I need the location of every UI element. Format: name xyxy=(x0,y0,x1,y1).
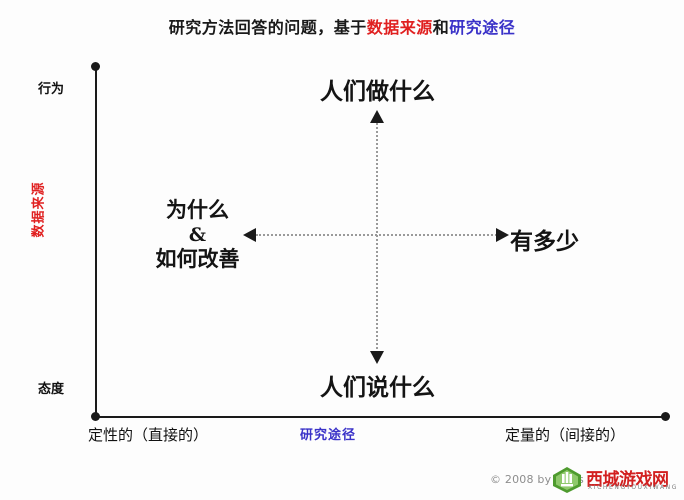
watermark-site-name: 西城游戏网 xyxy=(586,470,669,490)
title-highlight-research-approach: 研究途径 xyxy=(449,18,516,37)
pole-label-left-line3: 如何改善 xyxy=(155,246,240,271)
horizontal-dotted-axis-arrow xyxy=(256,234,500,236)
site-logo-icon xyxy=(553,467,581,493)
x-axis-left-label: 定性的（直接的） xyxy=(88,426,209,444)
pole-label-left: 为什么 & 如何改善 xyxy=(110,198,285,272)
watermark-site-pinyin: XICHENGYOUXIWANG xyxy=(588,484,678,491)
pole-label-bottom: 人们说什么 xyxy=(320,375,435,401)
pole-label-right: 有多少 xyxy=(510,229,579,255)
x-axis-title: 研究途径 xyxy=(300,428,357,443)
watermark: © 2008 by Chris 西城游戏网 XICHENGYOUXIWANG xyxy=(490,466,680,496)
vertical-dotted-axis-arrow xyxy=(376,120,378,356)
y-axis-line xyxy=(95,68,97,417)
y-axis-cap-dot xyxy=(91,62,100,71)
pole-label-left-line1: 为什么 xyxy=(166,198,229,222)
title-conjunction: 和 xyxy=(432,18,450,37)
pole-label-left-ampersand: & xyxy=(188,223,207,246)
arrow-right-icon xyxy=(496,228,509,242)
axis-origin-dot xyxy=(91,412,100,421)
pole-label-top: 人们做什么 xyxy=(320,79,435,105)
arrow-down-icon xyxy=(370,351,384,364)
x-axis-cap-dot xyxy=(661,412,670,421)
diagram-title: 研究方法回答的问题，基于数据来源和研究途径 xyxy=(0,14,684,38)
title-prefix: 研究方法回答的问题，基于 xyxy=(168,18,367,37)
arrow-up-icon xyxy=(370,110,384,123)
y-axis-title: 数据来源 xyxy=(31,181,47,238)
y-axis-top-label: 行为 xyxy=(38,82,65,97)
title-highlight-data-source: 数据来源 xyxy=(366,18,433,37)
watermark-site: 西城游戏网 XICHENGYOUXIWANG xyxy=(586,466,680,494)
y-axis-bottom-label: 态度 xyxy=(38,382,65,397)
x-axis-line xyxy=(95,416,665,418)
x-axis-right-label: 定量的（间接的） xyxy=(505,426,626,444)
arrow-left-icon xyxy=(243,228,256,242)
